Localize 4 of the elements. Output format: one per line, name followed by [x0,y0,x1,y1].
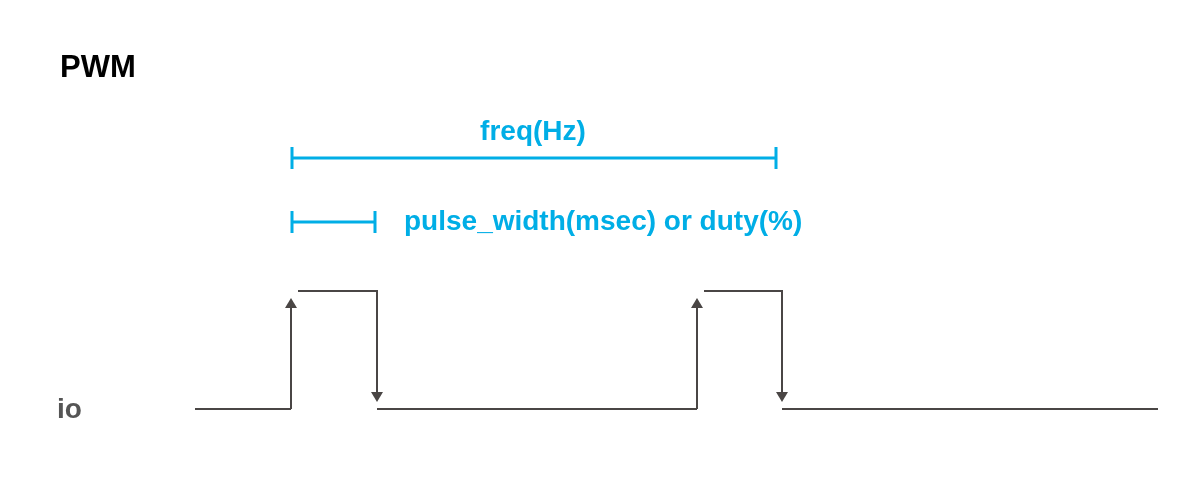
dimension-label: pulse_width(msec) or duty(%) [404,204,803,238]
title: PWM [60,48,136,86]
signal-label: io [57,392,82,426]
dimension-label: freq(Hz) [479,114,587,148]
